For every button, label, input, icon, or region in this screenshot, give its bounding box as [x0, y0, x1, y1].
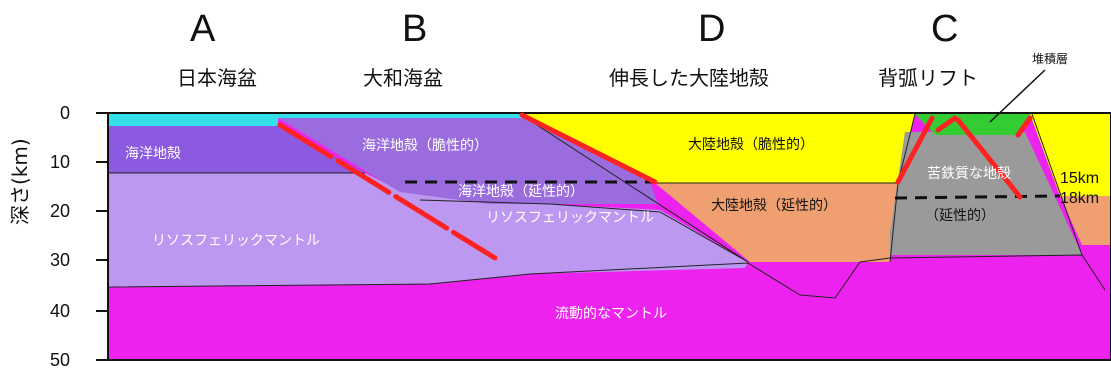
label-letter-d: D — [698, 8, 726, 50]
y-tick-10: 10 — [50, 152, 71, 172]
diagram-frame — [107, 112, 1111, 361]
mafic-crust-layer — [890, 132, 1082, 255]
region-backarc-rift: 背弧リフト — [878, 66, 978, 90]
boundary-line — [419, 199, 749, 263]
label-letter-c: C — [931, 8, 959, 50]
label-letter-a: A — [190, 8, 216, 50]
y-tick-40: 40 — [50, 301, 71, 321]
continental-ductile-right-layer — [1060, 196, 1111, 245]
label-mafic-crust: 苦鉄質な地殻 — [927, 166, 1011, 182]
y-tick-20: 20 — [50, 201, 71, 221]
label-letter-b: B — [402, 8, 428, 50]
fault-lines — [277, 112, 1033, 261]
label-flowing-mantle: 流動的なマントル — [555, 306, 667, 322]
mantle-bulge — [790, 262, 860, 272]
sediment-pointer-line — [989, 69, 1046, 123]
continental-brittle-right-layer — [1030, 114, 1111, 196]
label-continental-ductile: 大陸地殻（延性的） — [711, 198, 837, 214]
oceanic-crust-a-layer — [108, 126, 365, 173]
label-oceanic-crust-a: 海洋地殻 — [125, 146, 181, 162]
label-litho-mantle-b: リソスフェリックマントル — [486, 210, 654, 226]
oceanic-crust-b-layer — [278, 118, 658, 204]
label-oceanic-crust-brittle: 海洋地殻（脆性的） — [362, 137, 488, 154]
boundary-line — [1031, 113, 1083, 256]
depth-label-18km: 18km — [1060, 190, 1099, 207]
continental-brittle-layer — [520, 114, 915, 183]
continental-ductile-layer — [655, 183, 898, 262]
region-yamato-basin: 大和海盆 — [363, 66, 443, 90]
boundary-line — [519, 113, 749, 263]
region-japan-basin: 日本海盆 — [177, 66, 257, 90]
label-continental-brittle: 大陸地殻（脆性的） — [688, 136, 814, 153]
y-axis-ticks — [96, 112, 108, 361]
sediment-layer — [915, 114, 1032, 135]
label-oceanic-crust-ductile: 海洋地殻（延性的） — [458, 184, 584, 200]
depth-label-15km: 15km — [1060, 170, 1099, 187]
y-tick-30: 30 — [50, 250, 71, 270]
brittle-ductile-dashed-line — [894, 194, 1061, 200]
sediment-label: 堆積層 — [1032, 52, 1069, 66]
region-extended-continental-crust: 伸長した大陸地殻 — [609, 66, 769, 90]
label-ductile-paren: （延性的） — [925, 208, 995, 224]
y-tick-0: 0 — [60, 103, 71, 123]
y-tick-50: 50 — [50, 350, 71, 370]
boundary-line — [107, 254, 1106, 299]
label-litho-mantle-a: リソスフェリックマントル — [152, 233, 320, 249]
